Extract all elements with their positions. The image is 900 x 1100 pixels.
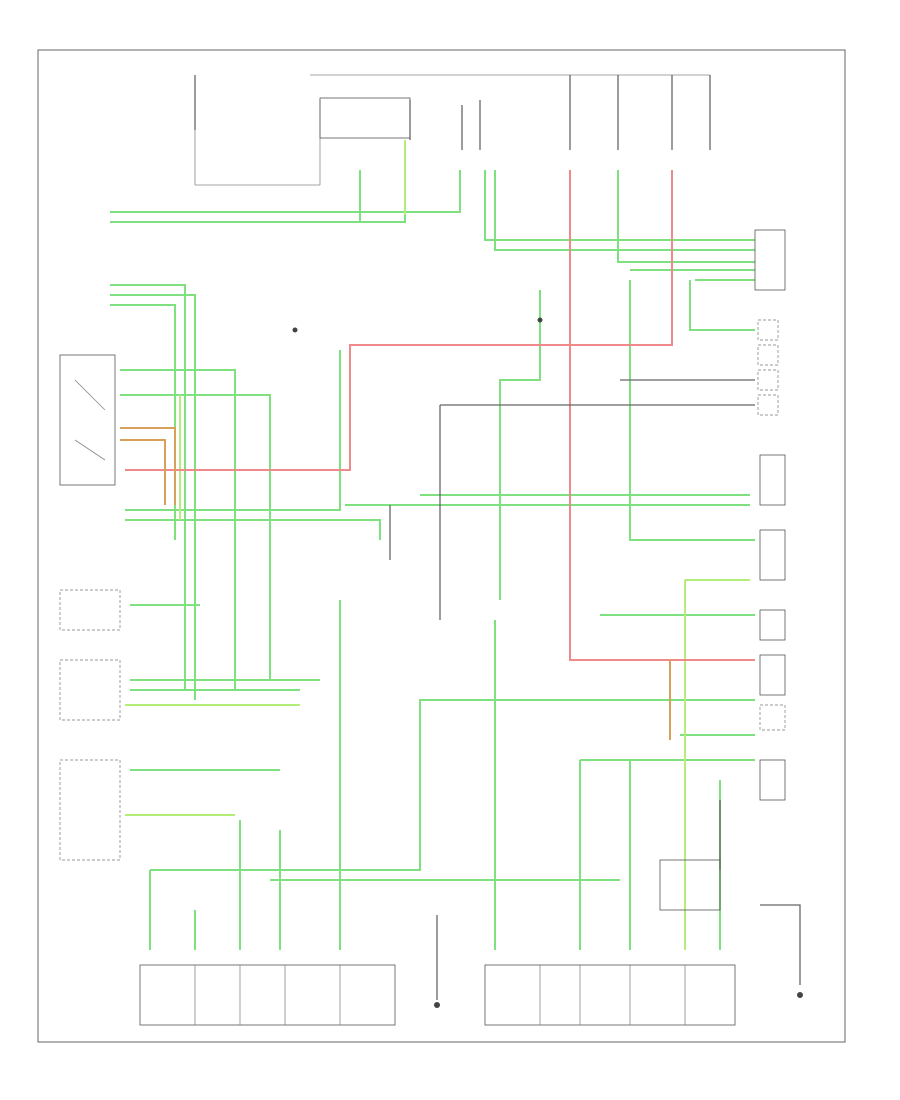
ground-center-icon: [434, 1002, 440, 1008]
diagram-frame: [37, 49, 846, 1043]
left-connectors: [59, 589, 121, 861]
orange-wires: [120, 427, 671, 740]
yellow-green-wires: [125, 140, 750, 950]
red-wires: [125, 170, 755, 661]
dark-wires: [389, 379, 801, 1000]
left-switch-assembly: [59, 354, 116, 486]
green-wires: [110, 170, 755, 950]
right-components: [659, 229, 786, 911]
ground-points: [292, 317, 803, 1008]
rear-lamps: [139, 964, 736, 1026]
top-power-bus: [194, 74, 711, 186]
ground-right-icon: [797, 992, 803, 998]
